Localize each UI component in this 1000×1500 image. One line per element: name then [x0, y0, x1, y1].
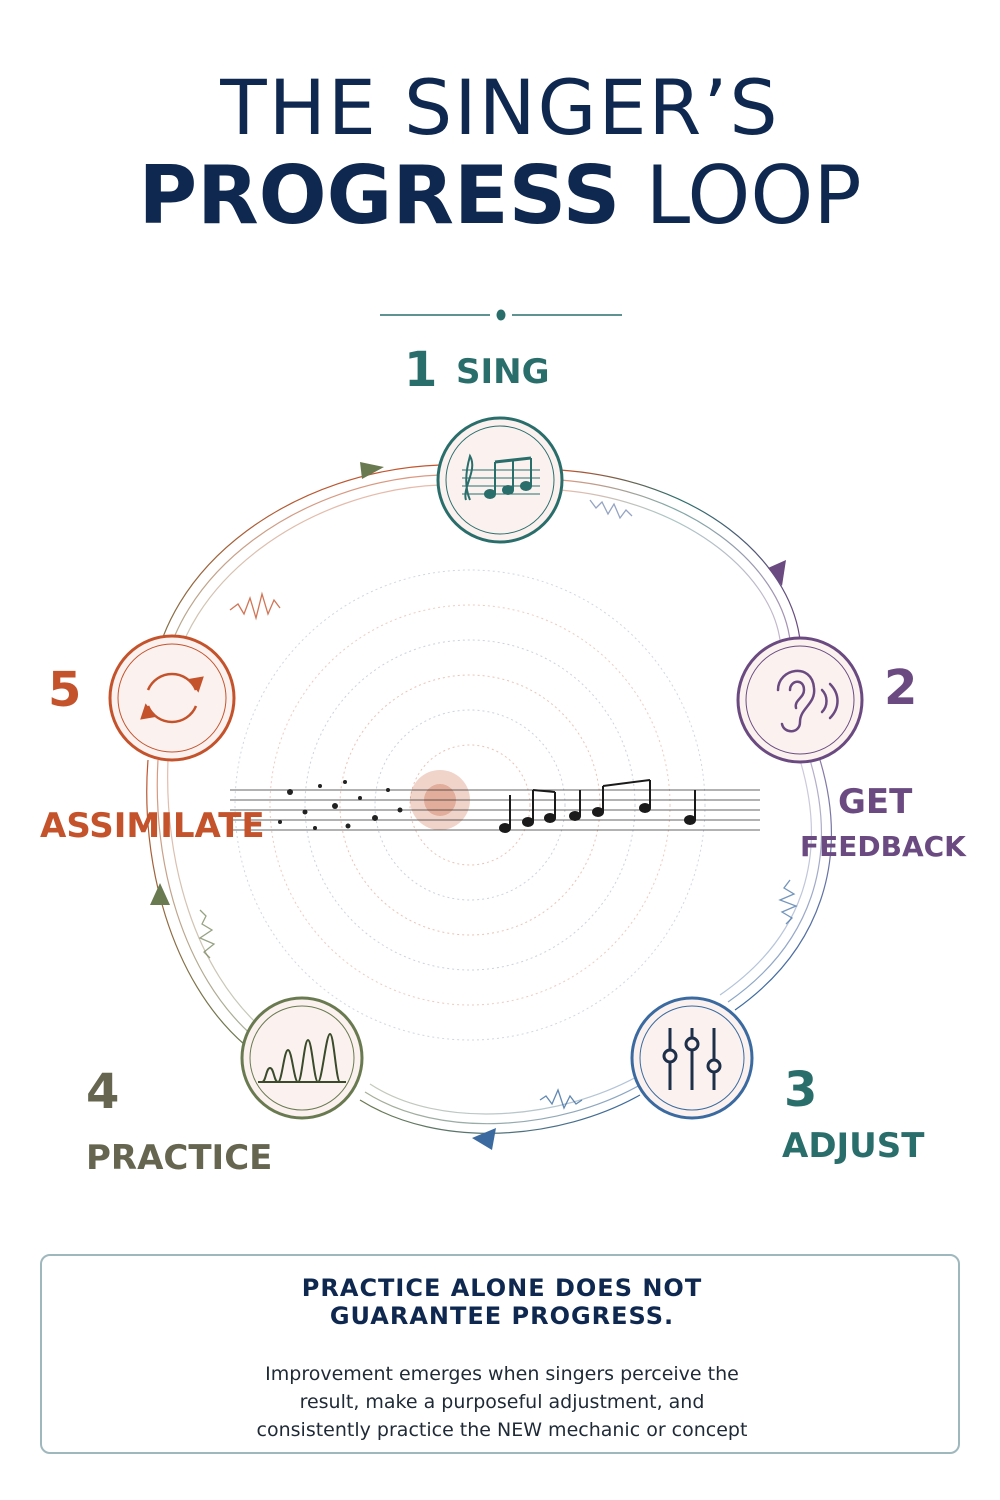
step-1-number: 1	[404, 342, 438, 398]
title-line-2: PROGRESS LOOP	[0, 156, 1000, 236]
arrow-to-practice-icon	[472, 1128, 496, 1150]
step-3-number: 3	[784, 1062, 818, 1118]
callout-body-line1: Improvement emerges when singers perceiv…	[265, 1363, 739, 1385]
step-4-node	[240, 996, 364, 1120]
step-2-label-line1: GET	[838, 782, 913, 822]
arrow-to-assimilate-icon	[150, 883, 170, 905]
step-1-label: SING	[456, 352, 550, 392]
step-5-label: ASSIMILATE	[40, 806, 265, 846]
sliders-icon	[662, 1028, 722, 1090]
callout-body-line2: result, make a purposeful adjustment, an…	[299, 1391, 705, 1413]
title-divider	[380, 309, 622, 321]
music-notes-icon	[462, 453, 540, 501]
loop-arrows	[150, 462, 786, 1150]
loop-ring	[146, 464, 832, 1134]
step-5-number: 5	[48, 662, 82, 718]
sound-ripple-rings	[234, 569, 706, 1041]
music-staff	[230, 789, 760, 831]
step-1-node	[436, 416, 564, 544]
title-bold-word: PROGRESS	[138, 149, 621, 242]
callout-body-line3: consistently practice the NEW mechanic o…	[256, 1419, 748, 1441]
callout-heading-line1: PRACTICE ALONE DOES NOT	[301, 1274, 703, 1302]
ear-icon	[776, 669, 839, 733]
callout-heading-line2: GUARANTEE PROGRESS.	[329, 1302, 675, 1330]
step-3-node	[630, 996, 754, 1120]
step-2-number: 2	[884, 660, 918, 716]
waveform-icon	[258, 1032, 346, 1084]
page-title: THE SINGER’S PROGRESS LOOP	[0, 70, 1000, 236]
callout-heading: PRACTICE ALONE DOES NOT GUARANTEE PROGRE…	[242, 1274, 762, 1330]
title-line-1: THE SINGER’S	[220, 63, 780, 152]
cycle-arrows-icon	[140, 672, 204, 724]
step-4-label: PRACTICE	[86, 1138, 273, 1178]
arrow-to-feedback-icon	[768, 560, 786, 586]
step-5-node	[108, 634, 236, 762]
step-2-node	[736, 636, 864, 764]
step-3-label: ADJUST	[782, 1126, 925, 1166]
arrow-to-sing-icon	[360, 462, 384, 479]
title-thin-word: LOOP	[620, 149, 862, 242]
scattered-notes	[278, 780, 403, 830]
callout-body: Improvement emerges when singers perceiv…	[242, 1360, 762, 1444]
wave-squiggles	[198, 499, 798, 1110]
step-4-number: 4	[86, 1064, 120, 1120]
callout-box: PRACTICE ALONE DOES NOT GUARANTEE PROGRE…	[40, 1254, 960, 1454]
melody-notes	[499, 779, 696, 833]
step-2-label-line2: FEEDBACK	[800, 830, 966, 863]
